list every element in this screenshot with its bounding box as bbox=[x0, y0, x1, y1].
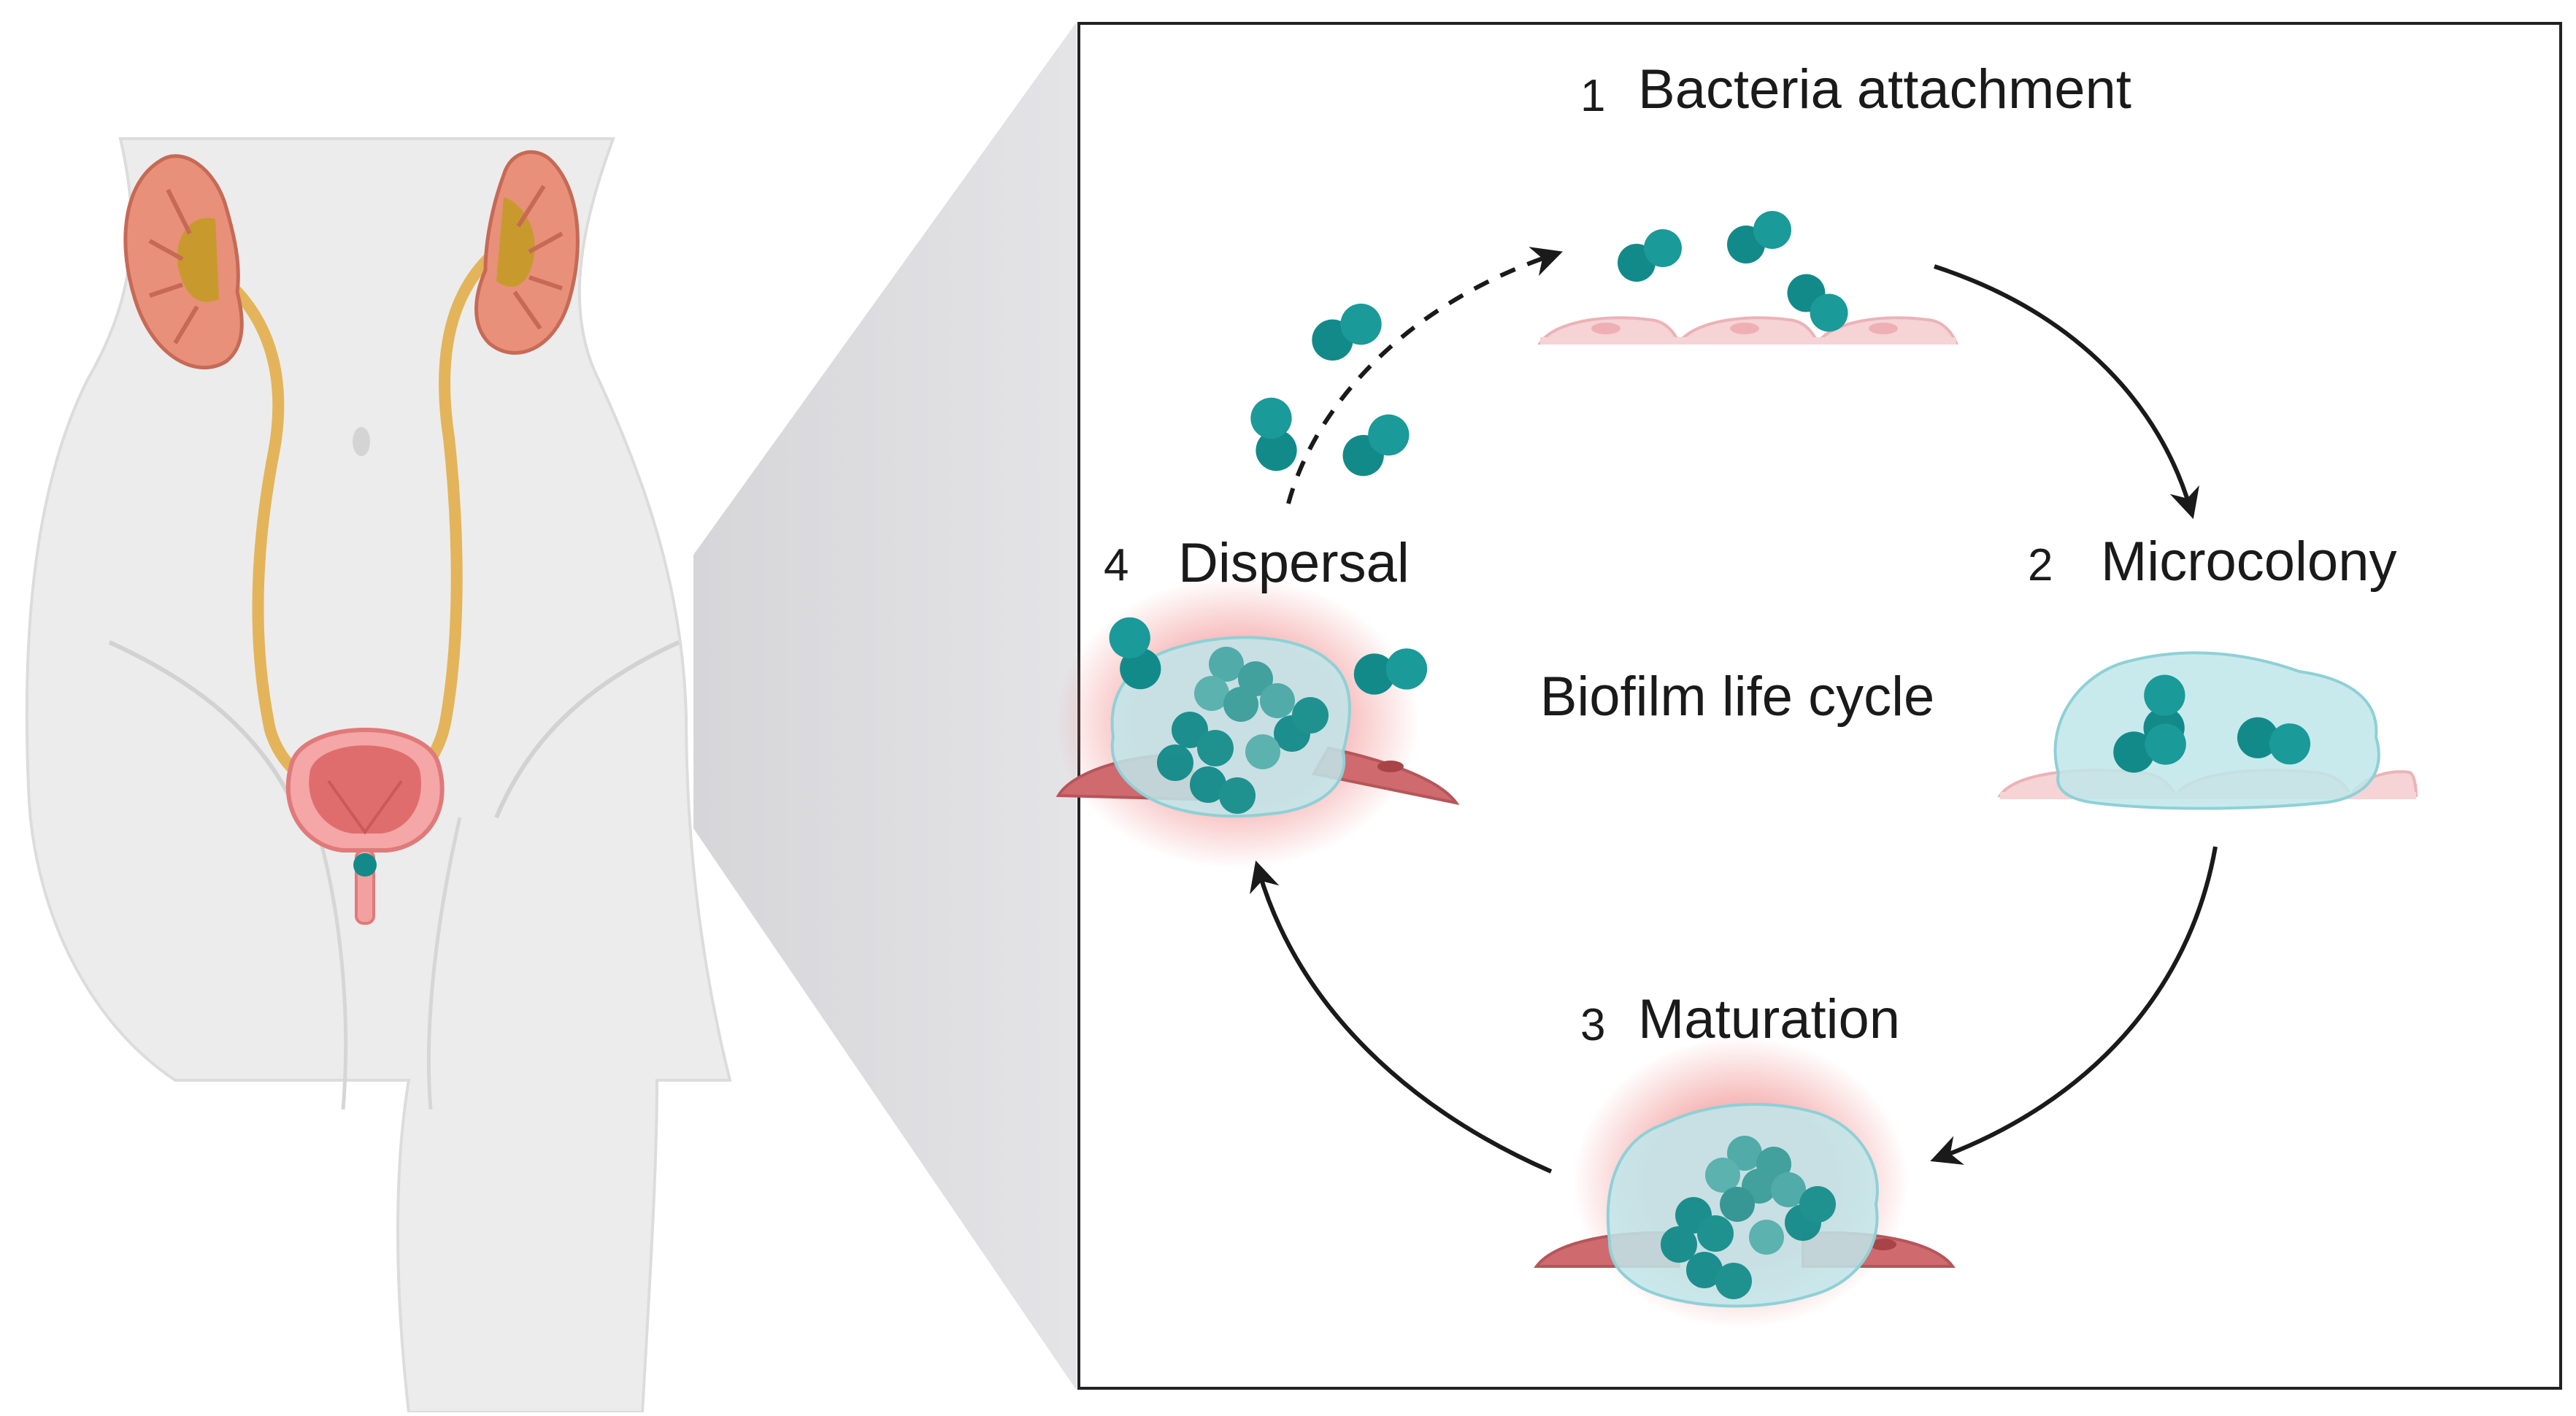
stage-2-label: Microcolony bbox=[2101, 531, 2396, 593]
zoom-cone bbox=[693, 22, 1077, 1390]
center-label: Biofilm life cycle bbox=[1540, 666, 1935, 728]
leg-contour-left bbox=[312, 817, 348, 1110]
stage-1-label: Bacteria attachment bbox=[1638, 58, 2131, 120]
left-ureter bbox=[231, 286, 327, 794]
stage-4-number: 4 bbox=[1104, 540, 1129, 590]
bacteria-cluster bbox=[1157, 647, 1329, 814]
stage-1-illustration bbox=[1537, 211, 1958, 345]
left-kidney bbox=[123, 154, 244, 369]
stage-3-number: 3 bbox=[1580, 1000, 1605, 1050]
biofilm-site-marker bbox=[353, 853, 377, 877]
right-ureter bbox=[399, 242, 506, 794]
stage-4-label: Dispersal bbox=[1178, 532, 1410, 594]
arrow-1-to-2 bbox=[1934, 264, 2199, 520]
stage-1-number: 1 bbox=[1580, 71, 1605, 121]
leg-contour-right bbox=[426, 817, 462, 1110]
stage-3-illustration bbox=[1534, 1036, 1956, 1328]
arrow-2-to-3 bbox=[1930, 846, 2218, 1165]
bladder bbox=[285, 728, 445, 853]
right-kidney bbox=[474, 150, 580, 355]
stage-2-illustration bbox=[1997, 651, 2418, 810]
arrow-3-to-4 bbox=[1250, 860, 1553, 1174]
stage-3-label: Maturation bbox=[1638, 988, 1900, 1050]
arrow-4-to-1-dashed bbox=[1286, 247, 1563, 504]
navel bbox=[353, 427, 370, 456]
stage-2-number: 2 bbox=[2028, 540, 2053, 590]
bacteria-cluster bbox=[1661, 1136, 1836, 1299]
urinary-tract-illustration bbox=[25, 22, 1077, 1414]
stage-4-illustration bbox=[1055, 577, 1460, 869]
hip-contour-right bbox=[494, 640, 680, 819]
cycle-arrows bbox=[1250, 247, 2218, 1174]
epithelial-cells-icon bbox=[1537, 316, 1958, 345]
hip-contour-left bbox=[108, 640, 301, 819]
